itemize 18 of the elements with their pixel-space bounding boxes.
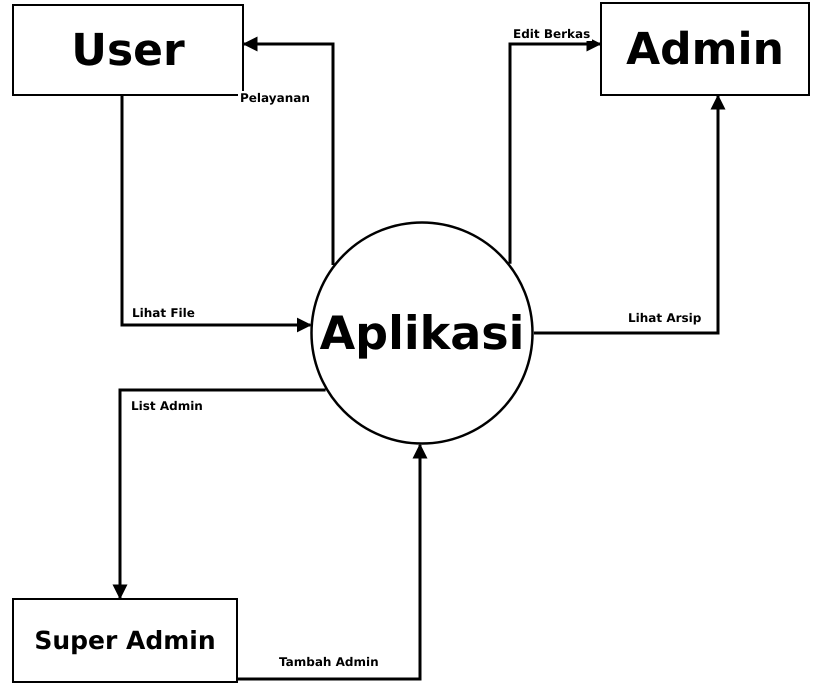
- arrow: [508, 36, 602, 264]
- entity-box: [600, 2, 810, 96]
- arrow: [112, 388, 326, 600]
- arrow: [242, 36, 334, 265]
- edge-label: Edit Berkas: [511, 27, 592, 41]
- node-label: Aplikasi: [320, 306, 524, 360]
- edge-label: List Admin: [129, 399, 205, 413]
- edge-label: Lihat Arsip: [626, 311, 704, 325]
- entity-box: [12, 598, 238, 683]
- node-label: Admin: [626, 24, 784, 74]
- arrow: [238, 443, 428, 680]
- edge-label: Tambah Admin: [277, 655, 381, 669]
- node-label: User: [71, 24, 185, 76]
- edge-label: Pelayanan: [238, 91, 312, 105]
- edge-label: Lihat File: [130, 306, 197, 320]
- arrow: [534, 94, 726, 334]
- arrow: [120, 96, 312, 332]
- node-label: Super Admin: [34, 626, 216, 655]
